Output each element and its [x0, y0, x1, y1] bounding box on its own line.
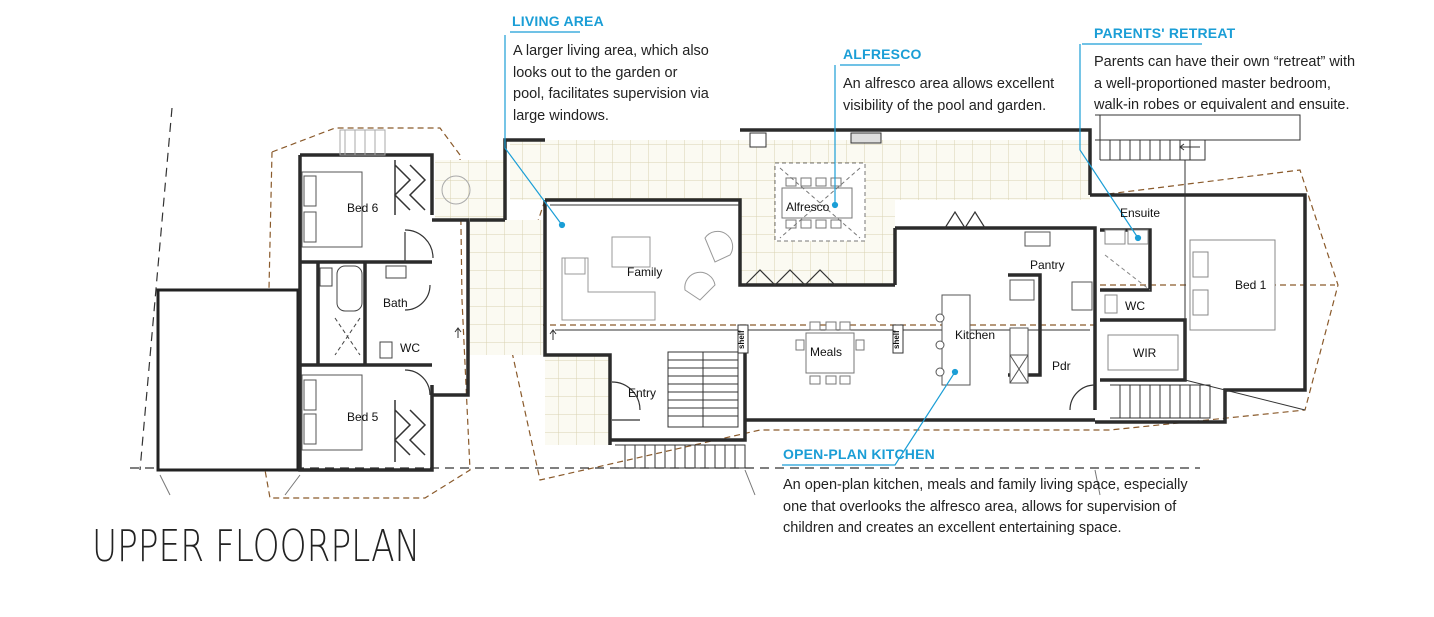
bath-fixtures: [319, 265, 407, 359]
alfresco-line: visibility of the pool and garden.: [843, 97, 1047, 114]
room-label-bed1: Bed 1: [1235, 278, 1267, 292]
shelf-label-right: shelf: [892, 330, 901, 349]
deck-left-lower: [468, 220, 543, 355]
living-area-body: A larger living area, which also looks o…: [513, 41, 709, 127]
door-swings-main: [611, 381, 1096, 421]
bench-top: [749, 132, 882, 148]
beds: [301, 171, 363, 451]
shelf-boxes: [737, 324, 904, 354]
room-label-ensuite: Ensuite: [1120, 206, 1161, 220]
open-plan-kitchen-line: An open-plan kitchen, meals and family l…: [783, 477, 1188, 493]
master-furniture: [1104, 229, 1276, 371]
shelf-label-left: shelf: [737, 330, 746, 349]
garage: [156, 288, 300, 472]
tree-lines: [159, 469, 1101, 496]
room-label-wc-left: WC: [400, 341, 420, 355]
stairs: [615, 139, 1211, 469]
parents-retreat-line: Parents can have their own “retreat” wit…: [1094, 54, 1356, 70]
room-label-entry: Entry: [628, 386, 657, 400]
alfresco-table: [774, 162, 866, 242]
open-plan-kitchen-body: An open-plan kitchen, meals and family l…: [783, 475, 1188, 540]
room-label-wir: WIR: [1133, 346, 1157, 360]
deck-entry: [545, 355, 610, 445]
alfresco-title: ALFRESCO: [843, 46, 922, 62]
parents-retreat-line: a well-proportioned master bedroom,: [1094, 75, 1331, 92]
room-label-bed5: Bed 5: [347, 410, 379, 424]
door-swings-left: [404, 229, 434, 396]
living-area-line: looks out to the garden or: [513, 64, 678, 81]
wardrobes: [393, 160, 427, 462]
parents-retreat-title: PARENTS' RETREAT: [1094, 25, 1236, 41]
page-title: UPPER FLOORPLAN: [92, 521, 421, 572]
meals-table: [795, 321, 865, 385]
room-label-pdr: Pdr: [1052, 359, 1071, 373]
room-label-meals: Meals: [810, 345, 843, 359]
room-label-bath: Bath: [383, 296, 408, 310]
room-label-pantry: Pantry: [1030, 258, 1065, 272]
room-label-kitchen: Kitchen: [955, 328, 996, 342]
room-label-alfresco: Alfresco: [786, 200, 830, 214]
living-area-title: LIVING AREA: [512, 13, 604, 29]
outdoor-table-left: [339, 129, 471, 205]
internal-lines: [550, 114, 1306, 422]
alfresco-line: An alfresco area allows excellent: [843, 76, 1055, 92]
room-label-family: Family: [627, 265, 663, 279]
living-area-line: A larger living area, which also: [513, 43, 709, 59]
room-label-bed6: Bed 6: [347, 201, 379, 215]
living-area-line: pool, facilitates supervision via: [513, 86, 709, 102]
open-plan-kitchen-line: one that overlooks the alfresco area, al…: [783, 498, 1177, 515]
parents-retreat-line: walk-in robes or equivalent and ensuite.: [1094, 97, 1350, 113]
room-label-wc-right: WC: [1125, 299, 1145, 313]
site-boundary: [130, 107, 1200, 471]
parents-retreat-body: Parents can have their own “retreat” wit…: [1094, 52, 1355, 117]
arrows: [454, 143, 1200, 340]
family-furniture: [561, 230, 734, 321]
alfresco-body: An alfresco area allows excellent visibi…: [843, 74, 1054, 117]
callout-leaders: [504, 31, 1202, 466]
open-plan-kitchen-line: children and creates an excellent entert…: [783, 520, 1122, 536]
open-plan-kitchen-title: OPEN-PLAN KITCHEN: [783, 446, 935, 462]
folding-doors: [744, 210, 986, 286]
living-area-line: large windows.: [513, 107, 609, 124]
